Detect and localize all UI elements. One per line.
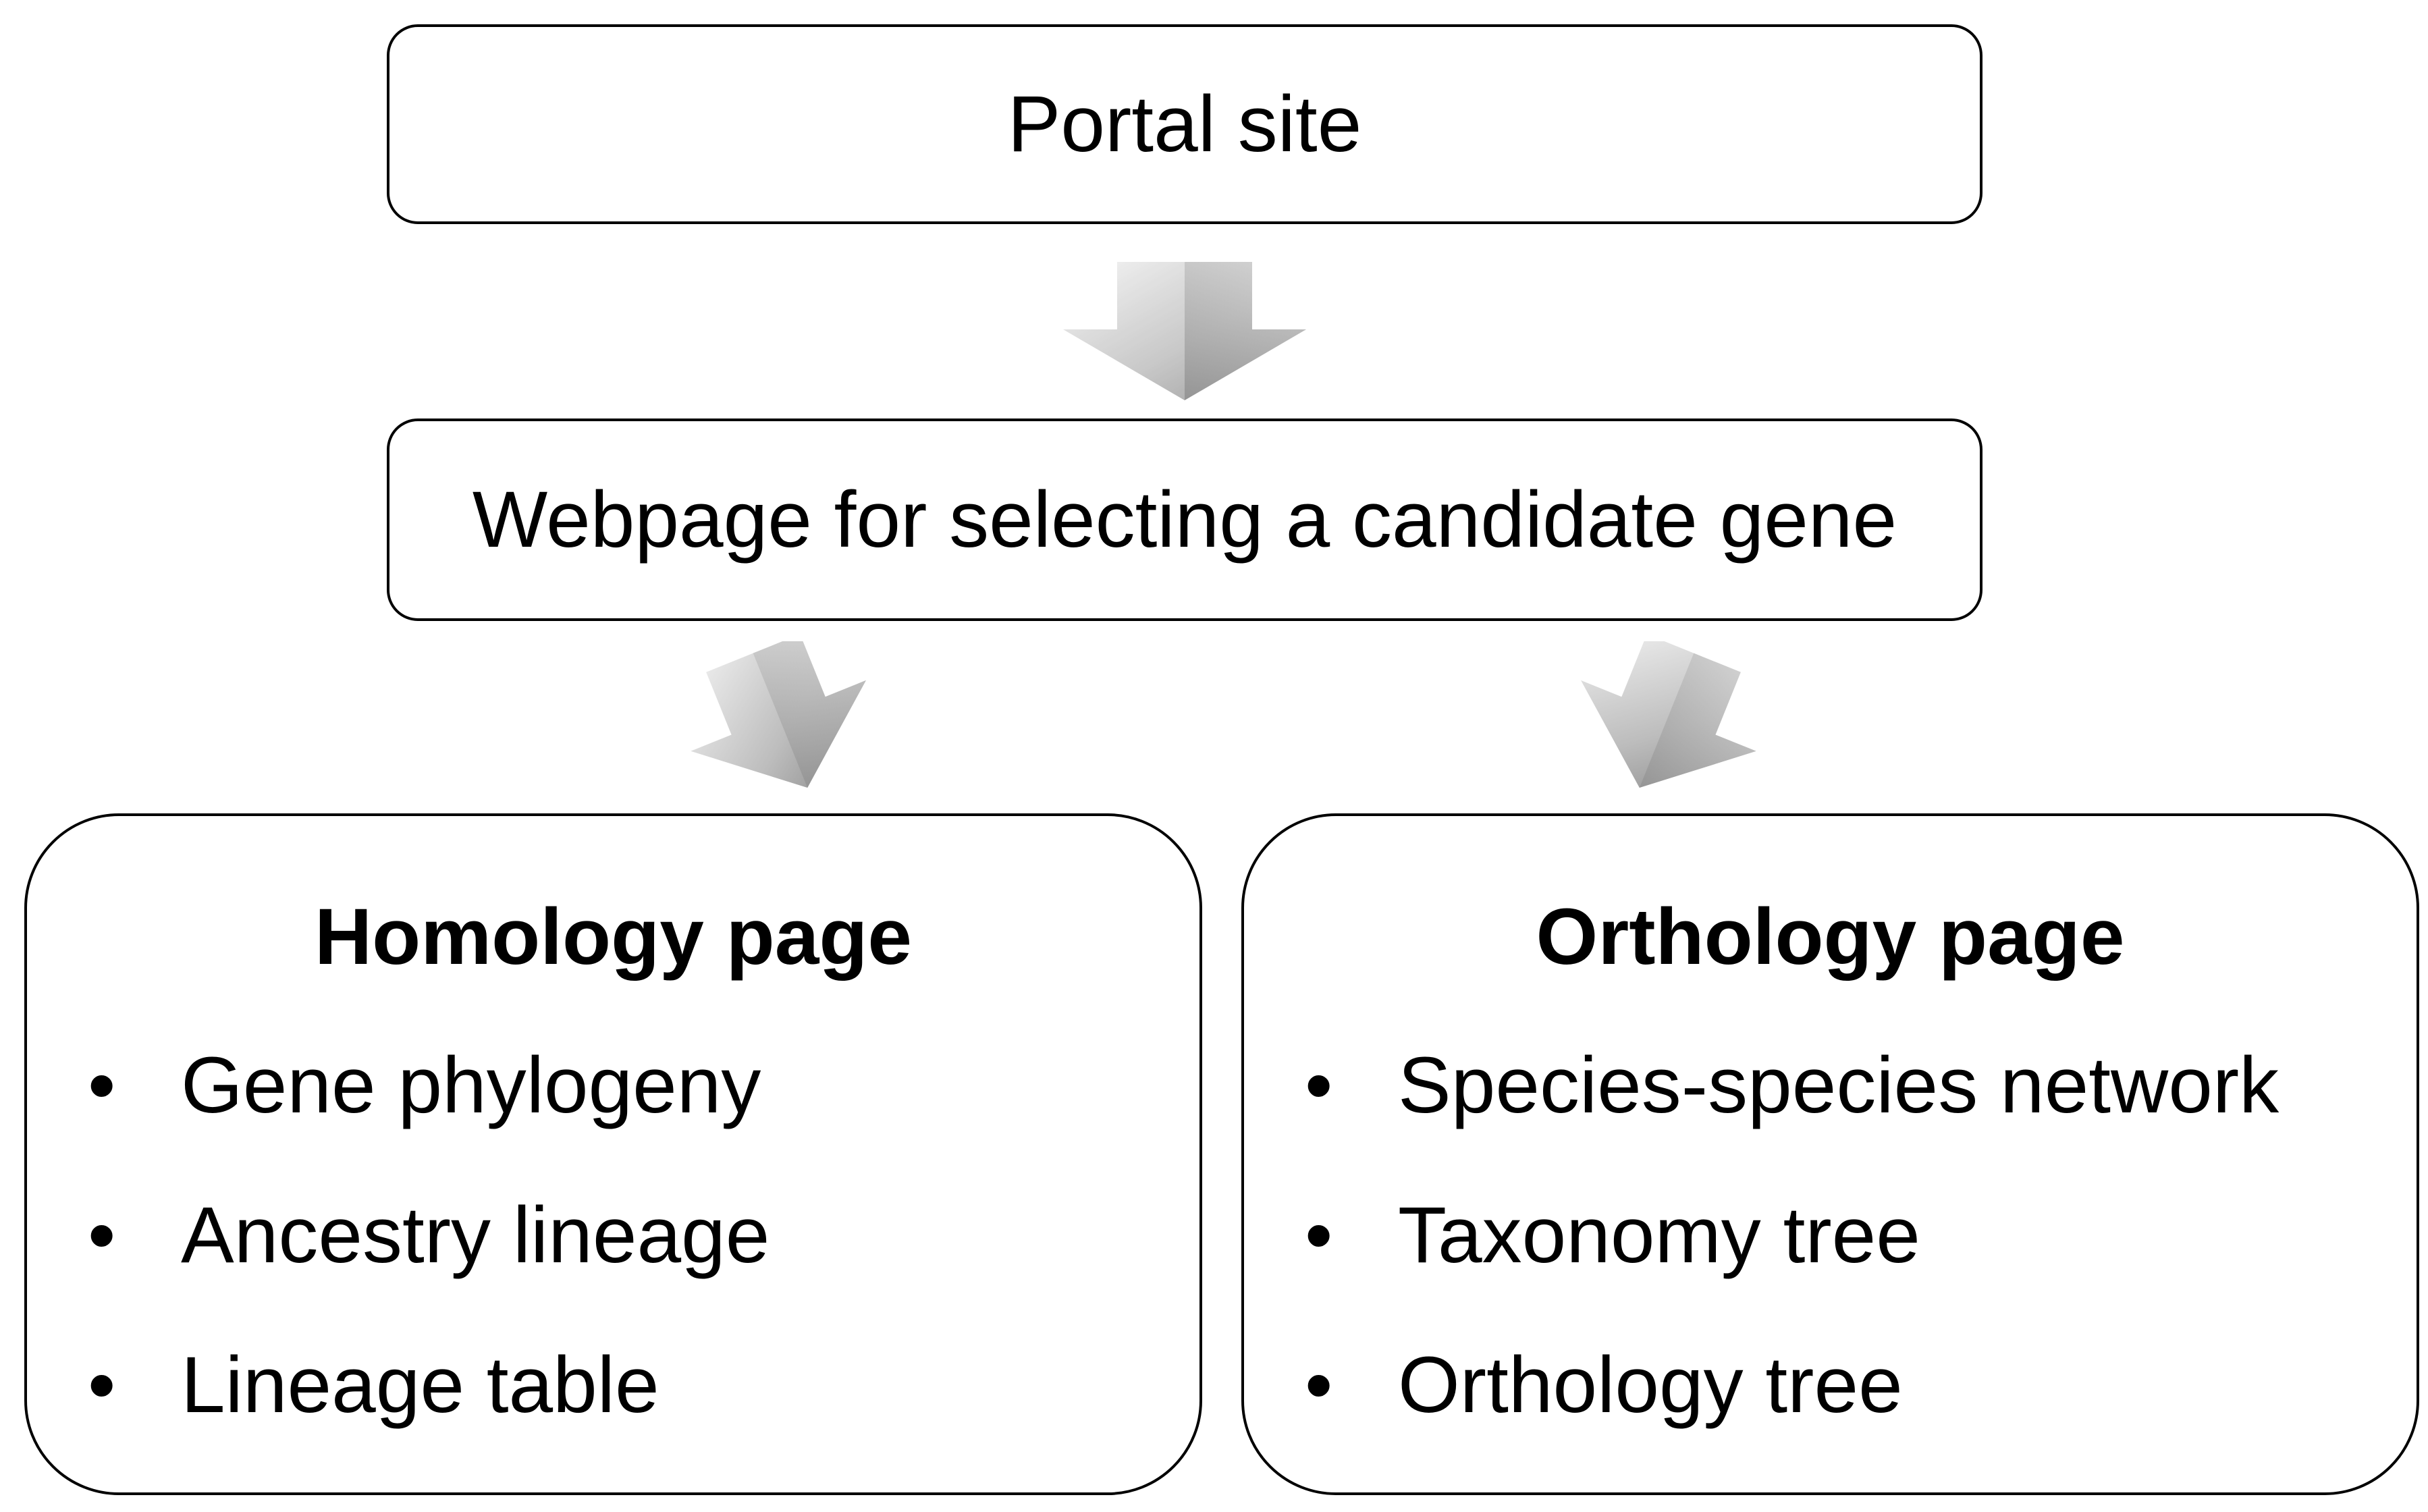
candidate-gene-node: Webpage for selecting a candidate gene (387, 418, 1982, 621)
orthology-page-title: Orthology page (1536, 892, 2125, 981)
portal-site-label: Portal site (1007, 80, 1362, 169)
homology-item-gene-phylogeny: Gene phylogeny (181, 1041, 761, 1130)
homology-feature-list: • Gene phylogeny • Ancestry lineage • Li… (27, 1046, 1199, 1495)
orthology-page-node: Orthology page • Species-species network… (1241, 813, 2419, 1495)
list-item: • Ancestry lineage (27, 1195, 1199, 1345)
homology-page-node: Homology page • Gene phylogeny • Ancestr… (24, 813, 1202, 1495)
orthology-item-species-network: Species-species network (1398, 1041, 2279, 1130)
bullet-icon: • (88, 1191, 116, 1280)
down-left-arrow-icon (1581, 641, 1756, 788)
orthology-item-taxonomy-tree: Taxonomy tree (1398, 1191, 1920, 1280)
down-right-arrow-icon (691, 641, 866, 788)
list-item: • Species-species network (1244, 1046, 2417, 1195)
bullet-icon: • (1305, 1191, 1333, 1280)
list-item: • Taxonomy tree (1244, 1195, 2417, 1345)
homology-item-ancestry-lineage: Ancestry lineage (181, 1191, 770, 1280)
bullet-icon: • (1305, 1041, 1333, 1130)
homology-page-title: Homology page (314, 892, 913, 981)
orthology-feature-list: • Species-species network • Taxonomy tre… (1244, 1046, 2417, 1495)
bullet-icon: • (88, 1041, 116, 1130)
bullet-icon: • (1305, 1341, 1333, 1430)
bullet-icon: • (88, 1341, 116, 1430)
list-item: • Gene phylogeny (27, 1046, 1199, 1195)
list-item: • Lineage table (27, 1345, 1199, 1495)
orthology-item-orthology-tree: Orthology tree (1398, 1341, 1903, 1430)
homology-item-lineage-table: Lineage table (181, 1341, 659, 1430)
down-arrow-icon (1063, 262, 1306, 400)
candidate-gene-label: Webpage for selecting a candidate gene (472, 475, 1897, 564)
portal-site-node: Portal site (387, 24, 1982, 224)
list-item: • Orthology tree (1244, 1345, 2417, 1495)
